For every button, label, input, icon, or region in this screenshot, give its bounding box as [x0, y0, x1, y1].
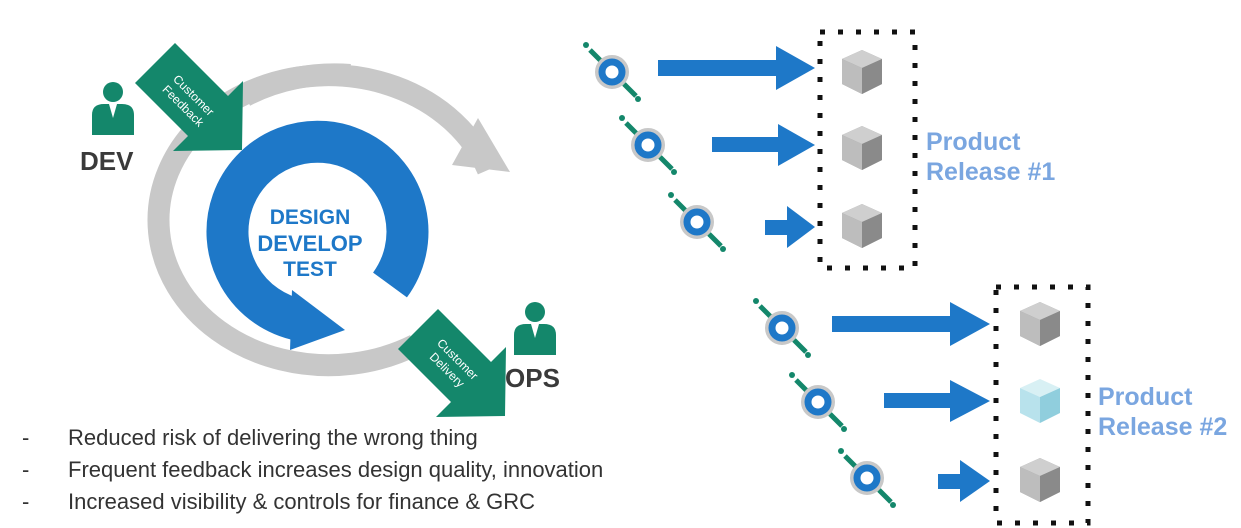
devops-cycle-diagram [92, 43, 556, 417]
customer-delivery-banner [398, 309, 506, 417]
customer-feedback-banner [135, 43, 243, 151]
release2-arrow [938, 460, 990, 502]
release1-arrow [765, 206, 815, 248]
cycle-test: TEST [283, 258, 337, 281]
outer-cycle-arc-top [239, 63, 351, 106]
inner-cycle-arrowhead [290, 290, 345, 350]
sprint-cycle-icon [753, 298, 811, 358]
ops-person-icon [514, 302, 556, 355]
product-cube-icon [842, 126, 882, 170]
release2-label: Product Release #2 [1098, 383, 1228, 441]
product-cube-icon [842, 204, 882, 248]
release1-boundary [817, 29, 918, 271]
sprint-cycle-icon [838, 448, 896, 508]
release1-label: Product Release #1 [926, 128, 1056, 186]
product-cube-icon [1020, 458, 1060, 502]
sprint-cycle-icon [583, 42, 641, 102]
release1-arrow [658, 46, 815, 90]
sprint-cycle-icon [789, 372, 847, 432]
benefits-list: - Reduced risk of delivering the wrong t… [22, 422, 603, 518]
cycle-develop: DEVELOP [257, 231, 363, 256]
outer-cycle-arc [147, 64, 499, 377]
sprint-cycle-icon [619, 115, 677, 175]
dev-person-icon [92, 82, 134, 135]
cycle-center-text: DESIGN DEVELOP TEST [250, 205, 370, 283]
list-item: - Frequent feedback increases design qua… [22, 457, 604, 482]
dev-label: DEV [80, 146, 134, 176]
list-item: - Reduced risk of delivering the wrong t… [22, 425, 478, 450]
inner-cycle-arc [206, 120, 429, 341]
outer-cycle-arrowhead [452, 118, 510, 172]
cycle-design: DESIGN [269, 206, 351, 229]
release2-arrow [832, 302, 990, 346]
sprint-cycle-icon [668, 192, 726, 252]
ops-label: OPS [505, 363, 560, 393]
release1-arrow [712, 124, 815, 166]
list-item: - Increased visibility & controls for fi… [22, 489, 536, 514]
product-cube-icon [1020, 302, 1060, 346]
product-cube-icon [842, 50, 882, 94]
release2-arrow [884, 380, 990, 422]
updated-product-cube-icon [1020, 379, 1060, 423]
